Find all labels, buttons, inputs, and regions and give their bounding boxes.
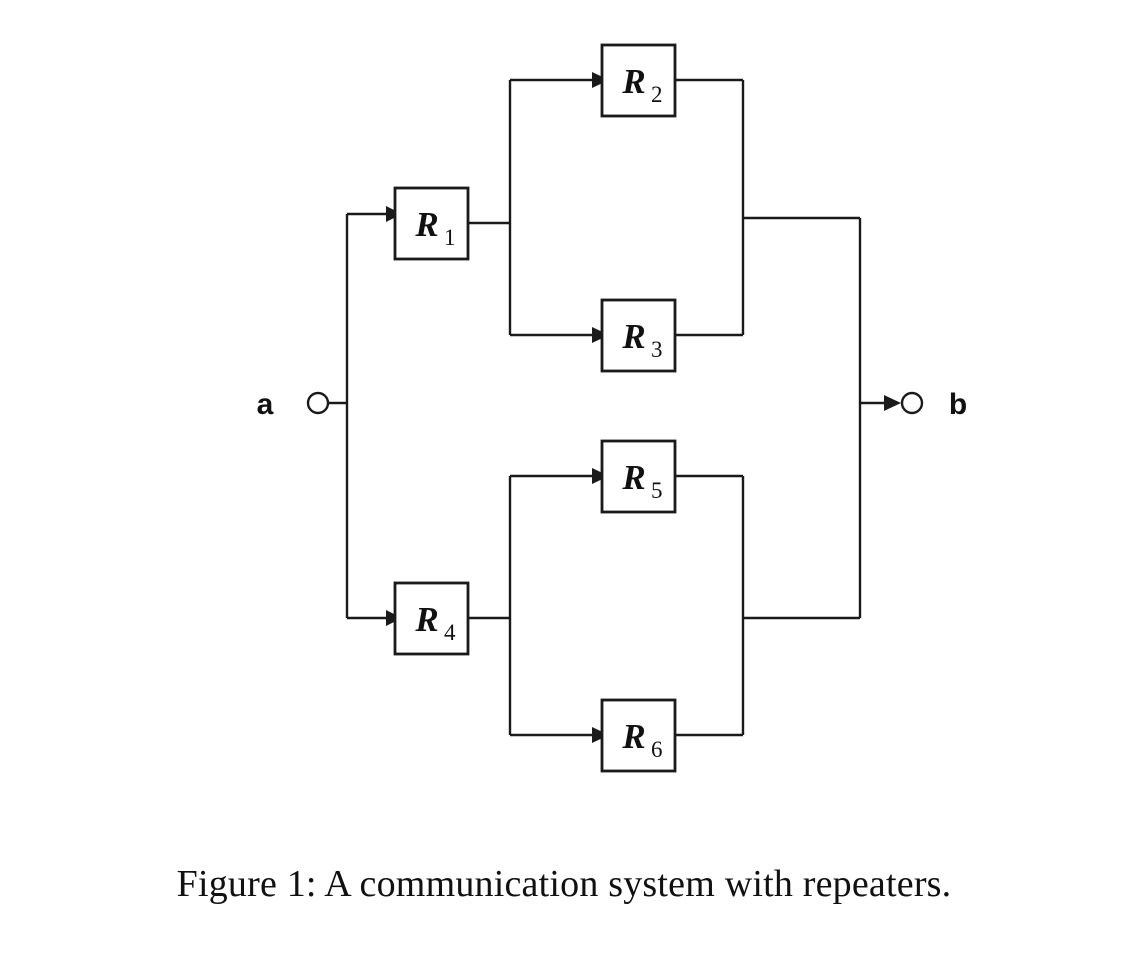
repeater-label-r2-base: R — [621, 62, 645, 101]
arrow-into-r5 — [592, 468, 609, 484]
repeater-label-r5-base: R — [621, 458, 645, 497]
terminal-a-label: a — [257, 388, 274, 421]
repeater-label-r1-sub: 1 — [444, 225, 456, 250]
repeater-box-r3 — [600, 298, 677, 373]
arrow-into-r3 — [592, 327, 609, 343]
terminal-b-node — [900, 391, 924, 415]
figure-caption: Figure 1: A communication system with re… — [176, 863, 952, 905]
terminal-a-node — [306, 391, 330, 415]
repeater-box-r5 — [600, 439, 677, 514]
repeater-label-r6-sub: 6 — [651, 737, 663, 762]
repeater-label-r5-sub: 5 — [651, 478, 663, 503]
arrow-into-r2 — [592, 72, 609, 88]
terminal-b-label: b — [949, 388, 967, 421]
repeater-label-r2-sub: 2 — [651, 82, 663, 107]
repeater-label-r4-base: R — [414, 600, 438, 639]
arrow-into-r6 — [592, 727, 609, 743]
repeater-box-r6 — [600, 698, 677, 773]
repeater-box-r4 — [393, 581, 470, 656]
repeater-label-r4-sub: 4 — [444, 620, 456, 645]
repeater-box-r2 — [600, 43, 677, 118]
repeater-label-r3-sub: 3 — [651, 337, 663, 362]
repeater-label-r3-base: R — [621, 317, 645, 356]
repeater-label-r6-base: R — [621, 717, 645, 756]
arrow-into-b — [884, 395, 901, 411]
repeater-label-r1-base: R — [414, 205, 438, 244]
repeater-box-r1 — [393, 186, 470, 261]
